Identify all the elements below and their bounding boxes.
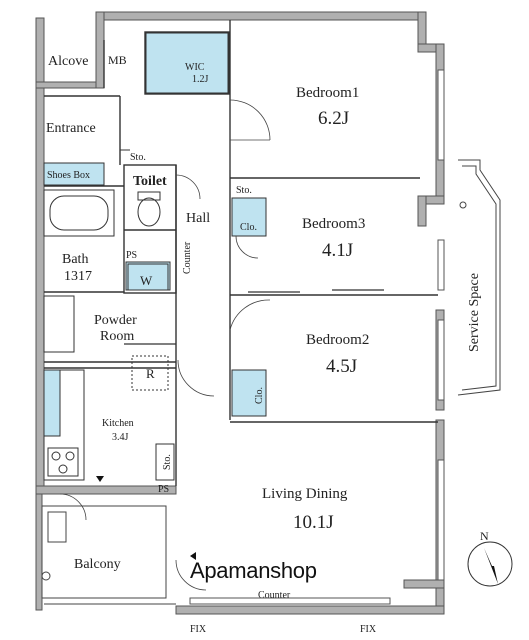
label-kitchen: Kitchen: [102, 418, 134, 429]
label-alcove: Alcove: [48, 54, 88, 69]
windows: [189, 69, 445, 605]
storage-areas: [43, 32, 267, 437]
compass-north-label: N: [480, 529, 489, 543]
label-ps1: PS: [126, 250, 137, 261]
bathtub: [43, 189, 115, 353]
label-toilet: Toilet: [133, 174, 167, 189]
washing-machine-space: [127, 263, 169, 291]
label-counter-hall: Counter: [182, 241, 193, 274]
label-kitchen-size: 3.4J: [112, 432, 129, 443]
label-bedroom2: Bedroom2: [306, 332, 369, 348]
service-space-outline: [457, 159, 501, 396]
label-bath-size: 1317: [64, 269, 92, 284]
balcony-outline: [41, 505, 176, 605]
label-wic: WIC: [185, 62, 205, 73]
interior-walls: [44, 20, 438, 486]
label-sto-bed3: Sto.: [236, 185, 252, 196]
label-clo-bed2: Clo.: [254, 387, 265, 404]
label-hall: Hall: [186, 211, 210, 226]
label-r: R: [146, 366, 155, 381]
label-counter-bottom: Counter: [258, 590, 291, 601]
north-compass: N: [467, 529, 513, 587]
label-bedroom3: Bedroom3: [302, 216, 365, 232]
label-entrance: Entrance: [46, 121, 96, 136]
label-fix2: FIX: [360, 624, 377, 635]
front-arrow-icon: [190, 552, 196, 560]
label-living: Living Dining: [262, 486, 348, 502]
label-mb: MB: [108, 53, 127, 67]
toilet-fixture: [137, 191, 161, 227]
label-bedroom1: Bedroom1: [296, 85, 359, 101]
entrance-arrow-icon: [96, 476, 104, 482]
label-powder-room: Room: [100, 329, 134, 344]
label-living-size: 10.1J: [293, 512, 334, 533]
label-bedroom1-size: 6.2J: [318, 108, 349, 129]
label-sto-entrance: Sto.: [130, 152, 146, 163]
label-wic-size: 1.2J: [192, 74, 209, 85]
sliding-doors: [124, 289, 384, 345]
label-ps2: PS: [158, 484, 169, 495]
label-bath: Bath: [62, 252, 88, 267]
label-shoes-box: Shoes Box: [47, 170, 90, 181]
label-clo-bed3: Clo.: [240, 222, 257, 233]
refrigerator-space: [131, 355, 169, 391]
label-balcony: Balcony: [74, 557, 121, 572]
label-bedroom2-size: 4.5J: [326, 356, 357, 377]
label-sto-kitchen: Sto.: [162, 454, 173, 470]
label-service-space: Service Space: [467, 273, 482, 352]
door-swings: [59, 99, 271, 591]
brand-watermark: Apamanshop: [190, 558, 317, 583]
label-bedroom3-size: 4.1J: [322, 240, 353, 261]
kitchen-fixtures: [43, 369, 175, 481]
label-fix1: FIX: [190, 624, 207, 635]
label-powder: Powder: [94, 313, 137, 328]
label-w: W: [140, 273, 153, 288]
